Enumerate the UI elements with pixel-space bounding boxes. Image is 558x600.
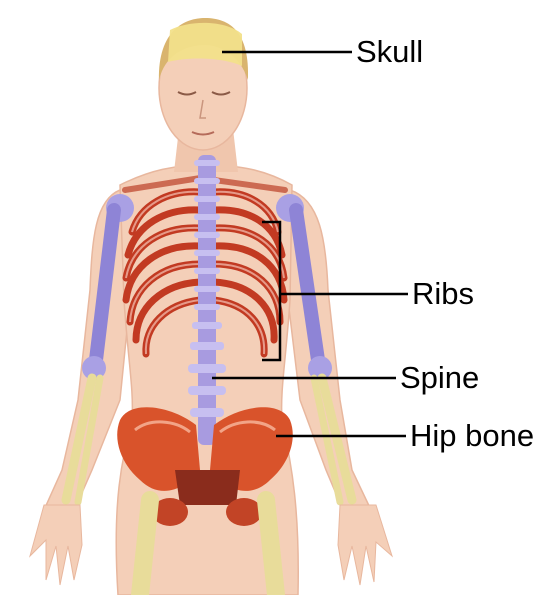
hip-bone-label: Hip bone <box>410 420 534 451</box>
spine-label: Spine <box>400 362 479 393</box>
skull-label: Skull <box>356 36 423 67</box>
ribs-label: Ribs <box>412 278 474 309</box>
head <box>159 18 248 150</box>
